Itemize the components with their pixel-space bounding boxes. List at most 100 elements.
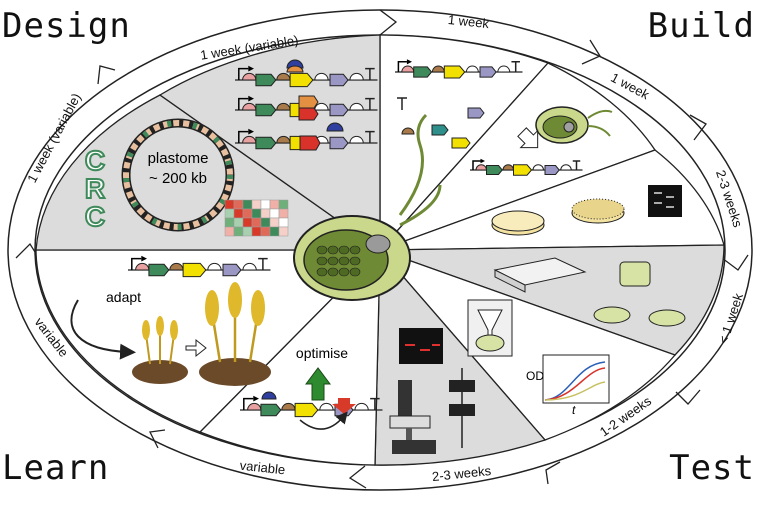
learn-construct-rbs-4 [242, 262, 257, 271]
wheat-ear-large-1 [205, 290, 219, 326]
heatmap-cell [260, 226, 271, 237]
heatmap-cell [260, 208, 271, 219]
time-axis-label: t [572, 403, 576, 417]
thylakoid-disc [327, 256, 339, 266]
heatmap-cell [233, 208, 244, 219]
heatmap-cell [242, 208, 253, 219]
design-construct-3-gene-3 [329, 136, 349, 150]
crc-letter-c1: C [85, 145, 105, 176]
thylakoid-disc [349, 267, 361, 277]
thylakoid-disc [327, 267, 339, 277]
petri-dish-1-top [491, 210, 545, 232]
center-flagellum-1 [398, 113, 428, 216]
microscope-pillar [406, 428, 412, 440]
design-construct-3-gene-1 [255, 136, 277, 150]
optimise-construct [240, 391, 383, 418]
corner-label-design: Design [2, 6, 131, 46]
culture-vessel-1 [619, 261, 651, 287]
design-construct-2-gene-1 [255, 103, 277, 117]
heatmap-cell [224, 208, 235, 219]
build-assembled-terminator [572, 160, 581, 170]
growth-curve-red [544, 367, 606, 401]
corner-label-build: Build [647, 6, 755, 46]
build-assembled-promoter-head [480, 158, 485, 164]
test-gel-bands [405, 344, 440, 351]
design-construct-2-terminator [365, 97, 375, 110]
wheat-ear-large-2 [228, 282, 242, 318]
photobioreactor [467, 299, 513, 357]
heatmap-cell [233, 199, 244, 210]
learn-construct-promoter [131, 257, 142, 270]
culture-vessel-2 [593, 306, 631, 324]
heatmap-cell [242, 226, 253, 237]
thylakoid-disc [316, 245, 328, 255]
growth-curve-plot: OD t [526, 354, 610, 417]
growth-curve-yellow [544, 381, 606, 401]
algae-chloroplast [542, 115, 578, 139]
design-construct-1-gene-2 [289, 72, 314, 88]
design-constructs [235, 59, 378, 151]
crc-logo: C R C [84, 144, 106, 233]
build-construct-gene-3 [479, 66, 497, 78]
down-arrow-red [332, 398, 356, 414]
wheat-large [199, 282, 271, 386]
build-construct-gene-1 [413, 66, 433, 78]
blue-cap-3 [326, 122, 344, 132]
build-assembled-rbs-4 [560, 164, 572, 171]
learn-construct [128, 255, 271, 278]
crc-letter-c2: C [85, 201, 105, 232]
heatmap-cell [260, 199, 271, 210]
optimise-construct-promoter-head [253, 395, 259, 402]
heatmap-cell [233, 226, 244, 237]
design-construct-2-promoter-head [248, 95, 254, 102]
build-assembled-promoter [472, 160, 481, 170]
build-construct-terminator [511, 61, 520, 72]
build-parts [395, 59, 583, 176]
hollow-arrow-build [517, 127, 539, 149]
build-gene-part-3 [451, 137, 471, 149]
microplate [493, 257, 587, 293]
heatmap-cell [224, 226, 235, 237]
ring-chevrons [15, 9, 749, 489]
build-assembled-gene-2 [513, 164, 533, 176]
wheat-ear-2 [156, 316, 164, 336]
algae-cell-small [535, 106, 613, 144]
optimise-label: optimise [296, 345, 348, 361]
heatmap-cell [224, 217, 235, 228]
microscope-base [392, 440, 436, 454]
heatmap-cell [278, 208, 289, 219]
thylakoid-disc [316, 267, 328, 277]
wheat-ear-3 [170, 320, 178, 340]
heatmap-cell [251, 208, 262, 219]
build-construct-rbs-3 [465, 65, 479, 73]
center-flagellum-2 [399, 184, 442, 227]
heatmap-cell [269, 199, 280, 210]
seq-block-2 [449, 404, 475, 416]
design-construct-3-promoter-head [248, 128, 254, 135]
optimise-construct-rbs-3 [319, 402, 334, 411]
build-assembled-gene-3 [544, 165, 560, 175]
soil-mound-large [199, 358, 271, 386]
crc-letter-r: R [85, 173, 105, 204]
thylakoid-disc [316, 256, 328, 266]
wheat-small [132, 316, 188, 384]
learn-construct-rbs-3 [207, 262, 222, 271]
design-construct-2-rbs-3 [314, 102, 329, 111]
build-construct-promoter-head [406, 59, 412, 65]
culture-flasks [593, 261, 686, 327]
heatmap-cell [242, 199, 253, 210]
soil-mound-small [132, 360, 188, 384]
heatmap-cell [242, 217, 253, 228]
design-heatmap [224, 199, 289, 237]
swap-arrow [299, 411, 348, 430]
heatmap-cell [278, 199, 289, 210]
algae-flagellum-1 [587, 109, 613, 119]
heatmap-cell [251, 217, 262, 228]
learn-construct-promoter-head [141, 255, 147, 262]
design-construct-1-promoter [238, 67, 249, 80]
build-gene-part-1 [431, 124, 449, 136]
build-construct-rbs-4 [497, 65, 511, 73]
design-construct-3-promoter [238, 130, 249, 143]
